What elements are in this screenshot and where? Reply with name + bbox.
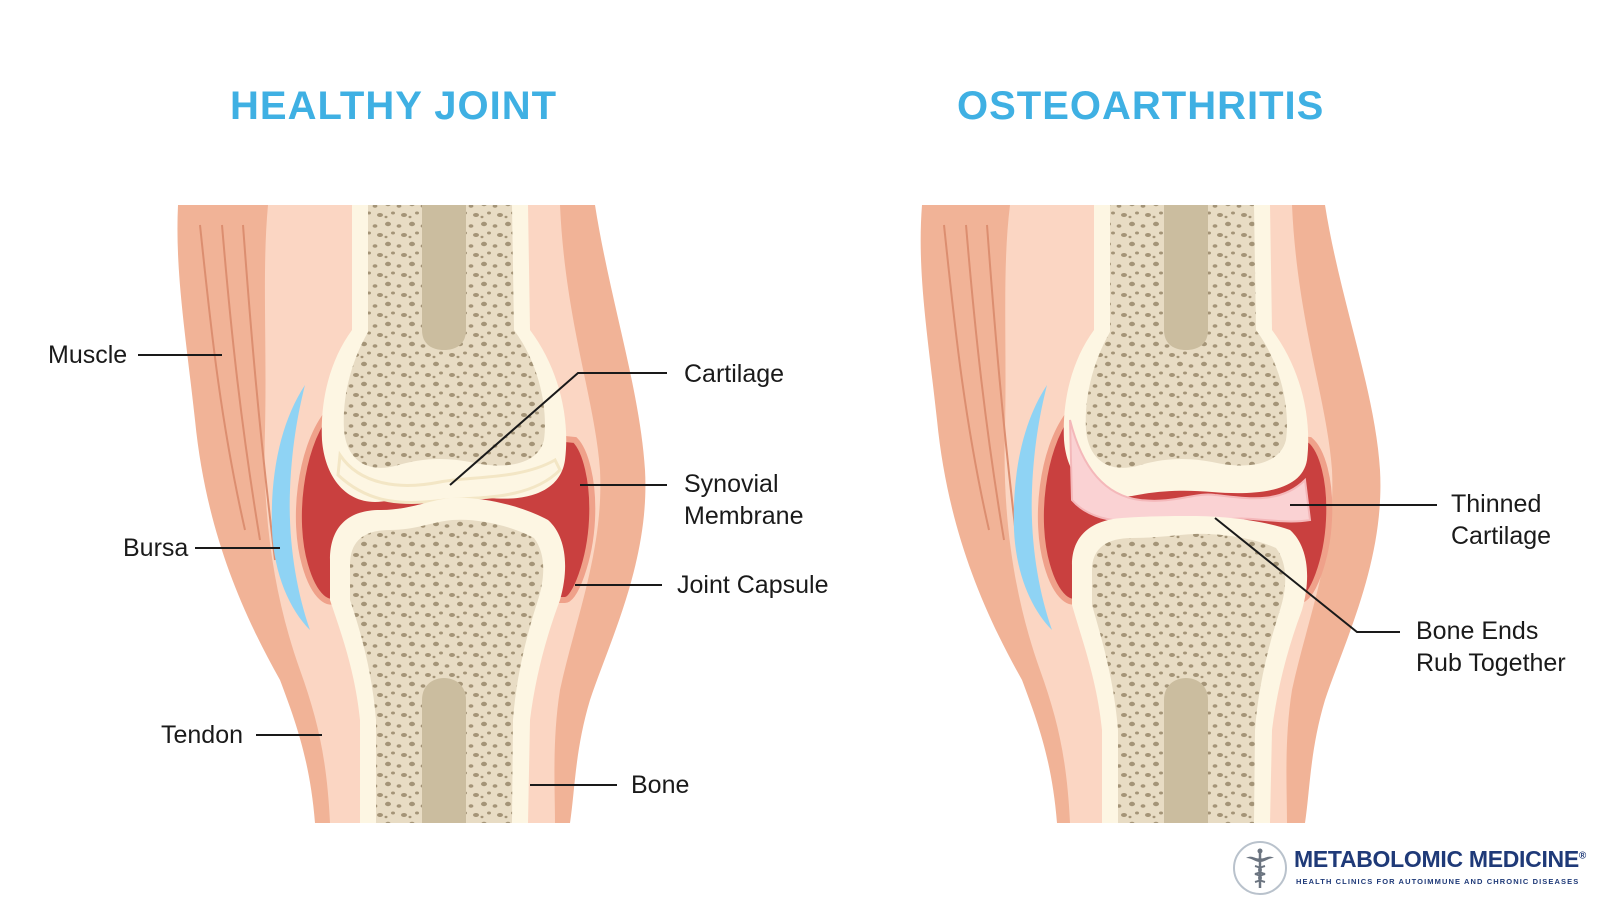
healthy-leader-lines (138, 354, 667, 786)
label-cartilage: Cartilage (684, 360, 785, 388)
healthy-muscle-fibres (199, 224, 276, 561)
osteoarthritis-knee (920, 205, 1381, 823)
healthy-bursa (271, 385, 310, 630)
oa-leader-lines (1214, 504, 1437, 633)
logo-name: METABOLOMIC MEDICINE® (1294, 846, 1586, 873)
cartilage-leader (449, 372, 667, 486)
label-thinned-cartilage: Thinned Cartilage (1451, 488, 1551, 552)
healthy-cartilage-upper (336, 450, 562, 504)
label-thinned-line-2: Cartilage (1451, 522, 1552, 550)
label-bone-ends-line-1: Bone Ends (1416, 617, 1539, 645)
label-bone-ends-rub-together: Bone Ends Rub Together (1416, 615, 1566, 679)
logo-name-text: METABOLOMIC MEDICINE (1294, 846, 1579, 872)
oa-muscle-fibres (943, 224, 1020, 561)
label-synovial-membrane: Synovial Membrane (684, 468, 804, 532)
logo-tagline: HEALTH CLINICS FOR AUTOIMMUNE AND CHRONI… (1296, 877, 1580, 886)
label-bone: Bone (631, 771, 690, 799)
caduceus-icon (1233, 841, 1287, 895)
bone-ends-leader (1214, 517, 1400, 633)
label-muscle: Muscle (48, 341, 128, 369)
osteoarthritis-title: OSTEOARTHRITIS (957, 84, 1325, 128)
oa-tibia-marrow (1164, 678, 1208, 823)
oa-femur-marrow (1164, 205, 1208, 350)
label-joint-capsule: Joint Capsule (677, 571, 829, 599)
label-tendon: Tendon (161, 721, 244, 749)
healthy-tibia-spongy (350, 519, 544, 823)
logo-trademark: ® (1578, 850, 1586, 862)
healthy-knee (177, 205, 646, 823)
healthy-femur-marrow (422, 205, 466, 350)
healthy-joint-title: HEALTHY JOINT (230, 84, 558, 128)
label-synovial-line-1: Synovial (684, 470, 779, 498)
oa-bursa (1013, 385, 1052, 630)
metabolomic-medicine-logo: METABOLOMIC MEDICINE® HEALTH CLINICS FOR… (1232, 840, 1586, 900)
label-thinned-line-1: Thinned (1451, 490, 1542, 518)
label-synovial-line-2: Membrane (684, 502, 804, 530)
label-bone-ends-line-2: Rub Together (1416, 649, 1566, 677)
healthy-tibia-marrow (422, 678, 466, 823)
label-bursa: Bursa (123, 534, 189, 562)
